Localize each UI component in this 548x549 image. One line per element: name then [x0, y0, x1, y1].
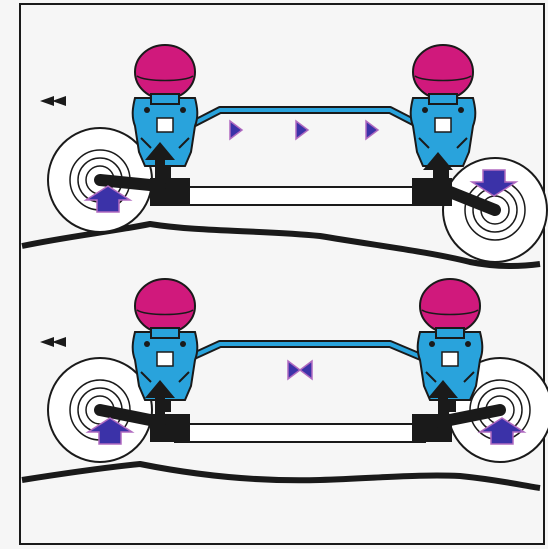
hydraulic-line [183, 106, 427, 132]
flow-arrow-icon [229, 120, 243, 140]
travel-direction-arrow-icon [40, 96, 66, 106]
suspension-arm-right [429, 180, 501, 216]
travel-direction-arrow-icon [40, 337, 66, 347]
suspension-arm-right [434, 404, 506, 428]
chassis-frame [150, 178, 452, 206]
flow-arrow-icon [365, 120, 379, 140]
figure-frame [19, 3, 545, 545]
strut-push-arrow-icon [145, 142, 175, 198]
chassis-frame [150, 414, 452, 443]
ground-line [21, 460, 541, 491]
suspension-arm-left [94, 404, 166, 428]
flow-arrow-icon [295, 120, 309, 140]
strut-push-arrow-icon [423, 152, 453, 198]
strut-push-arrow-icon [145, 380, 175, 436]
panel-top [21, 44, 548, 269]
suspension-arm-left [94, 174, 166, 192]
strut-push-arrow-icon [428, 380, 458, 436]
flow-arrow-icon [287, 359, 313, 381]
panel-bottom [21, 278, 548, 491]
